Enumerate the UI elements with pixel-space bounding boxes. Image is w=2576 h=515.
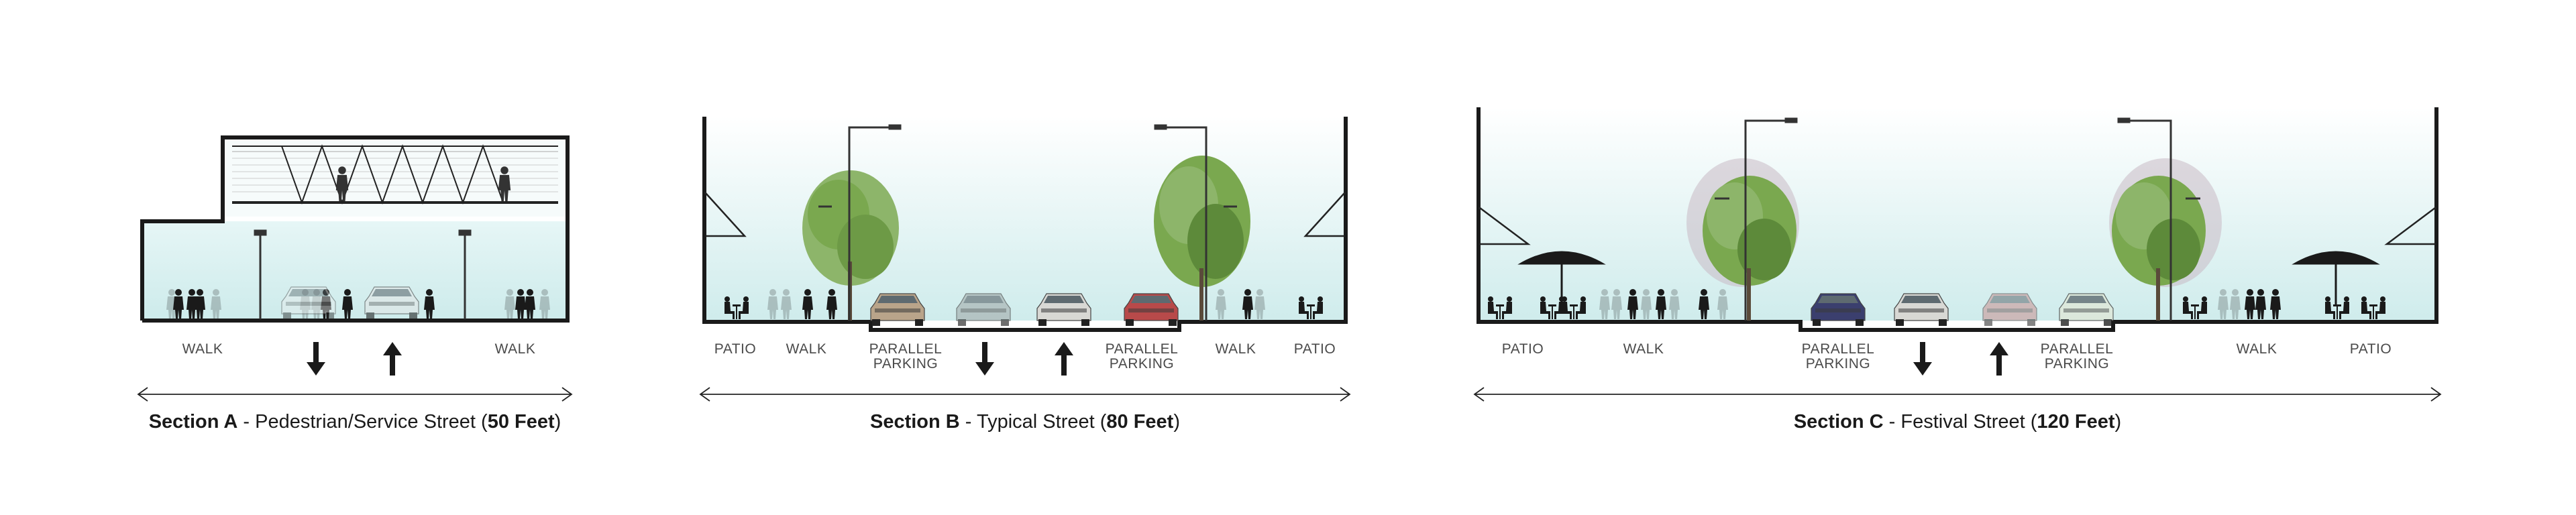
section-c-umbrellas xyxy=(1517,251,2380,306)
section-b-streetlights xyxy=(818,124,1237,321)
section-c-trees xyxy=(1686,158,2222,321)
lane-label-parallel: PARALLEL xyxy=(1106,341,1179,357)
section-b-width-dimension xyxy=(699,387,1351,402)
lane-label-parking: PARKING xyxy=(1110,356,1174,371)
section-a-lane-labels: WALK WALK xyxy=(182,341,536,357)
section-a-lamps xyxy=(254,229,472,319)
section-c: PATIO WALK PARALLEL PARKING PARALLEL PAR… xyxy=(1473,107,2442,433)
lane-label-parallel: PARALLEL xyxy=(2041,341,2114,357)
lane-label-walk: WALK xyxy=(182,341,223,357)
lane-label-walk: WALK xyxy=(1216,341,1256,357)
lane-label-parking: PARKING xyxy=(1806,356,1870,371)
section-c-awnings xyxy=(1479,207,2436,245)
arrow-down-icon xyxy=(975,342,994,376)
lane-label-walk: WALK xyxy=(495,341,536,357)
lane-label-walk: WALK xyxy=(786,341,827,357)
arrow-up-icon xyxy=(1990,342,2008,376)
lane-label-parking: PARKING xyxy=(2045,356,2109,371)
lane-label-patio: PATIO xyxy=(714,341,756,357)
section-b: PATIO WALK PARALLEL PARKING PARALLEL PAR… xyxy=(699,117,1351,433)
section-c-lane-labels: PATIO WALK PARALLEL PARKING PARALLEL PAR… xyxy=(1502,341,2392,371)
section-a-profile xyxy=(140,135,570,323)
arrow-down-icon xyxy=(307,342,325,376)
section-a: WALK WALK Section A - Pedestrian/Service… xyxy=(137,135,573,433)
section-c-travel-arrows xyxy=(1913,342,2008,376)
section-b-awnings xyxy=(704,192,1346,237)
section-c-profile xyxy=(1477,107,2438,332)
lane-label-walk: WALK xyxy=(2237,341,2277,357)
section-a-travel-arrows xyxy=(307,342,402,376)
arrow-up-icon xyxy=(383,342,402,376)
section-a-title: Section A - Pedestrian/Service Street (5… xyxy=(149,411,561,433)
lane-label-parallel: PARALLEL xyxy=(869,341,943,357)
section-c-title: Section C - Festival Street (120 Feet) xyxy=(1794,411,2121,433)
lane-label-patio: PATIO xyxy=(1502,341,1544,357)
section-b-lane-labels: PATIO WALK PARALLEL PARKING PARALLEL PAR… xyxy=(714,341,1336,371)
arrow-down-icon xyxy=(1913,342,1932,376)
section-c-width-dimension xyxy=(1473,387,2442,402)
lane-label-parallel: PARALLEL xyxy=(1802,341,1875,357)
section-b-trees xyxy=(802,156,1250,321)
lane-label-patio: PATIO xyxy=(2350,341,2392,357)
lane-label-walk: WALK xyxy=(1623,341,1664,357)
lane-label-patio: PATIO xyxy=(1294,341,1336,357)
section-b-title: Section B - Typical Street (80 Feet) xyxy=(870,411,1180,433)
lane-label-parking: PARKING xyxy=(873,356,938,371)
section-c-streetlights xyxy=(1715,117,2200,321)
section-a-width-dimension xyxy=(137,387,573,402)
section-b-profile xyxy=(702,117,1348,332)
section-b-travel-arrows xyxy=(975,342,1073,376)
arrow-up-icon xyxy=(1055,342,1073,376)
